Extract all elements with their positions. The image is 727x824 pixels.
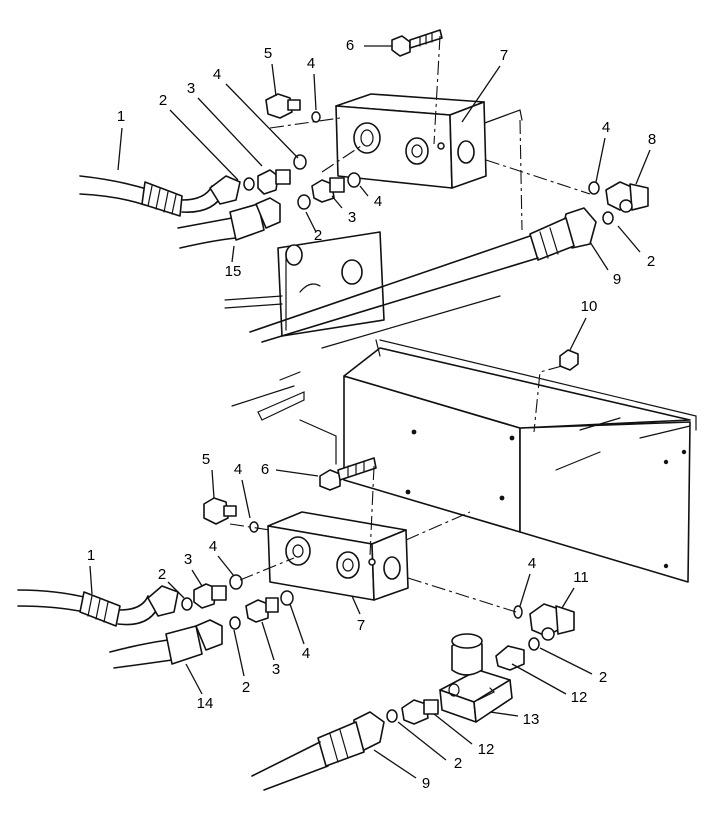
align-line-upper-4: [519, 119, 523, 231]
upper-frame-plate: [224, 109, 523, 349]
callout-14: 14: [197, 695, 214, 712]
callout-5-upper: 5: [264, 45, 272, 62]
callout-4-lower-right: 4: [528, 555, 536, 572]
hose-9-upper: [249, 181, 649, 343]
upper-assembly: [79, 29, 649, 349]
fitting-5-upper: [265, 93, 321, 123]
bolt-lower: [319, 457, 377, 491]
nut-10: [559, 349, 579, 371]
callout-3-lower-left: 3: [184, 551, 192, 568]
align-line-upper-1: [269, 117, 341, 129]
align-line-lower-4: [405, 511, 471, 541]
callout-10: 10: [581, 298, 598, 315]
callout-8: 8: [648, 131, 656, 148]
callout-12-right: 12: [571, 689, 588, 706]
lower-assembly: [17, 339, 697, 791]
callout-6-upper: 6: [346, 37, 354, 54]
flow-control-valve-13: [439, 633, 513, 723]
manifold-block-upper: [335, 93, 487, 189]
callout-4-upper-top: 4: [307, 55, 315, 72]
callout-12-bottom: 12: [478, 741, 495, 758]
callout-9-lower: 9: [422, 775, 430, 792]
callout-2-lower-right: 2: [599, 669, 607, 686]
callout-2-upper-left: 2: [159, 92, 167, 109]
callout-5-lower: 5: [202, 451, 210, 468]
callout-1-lower: 1: [87, 547, 95, 564]
callout-1-upper: 1: [117, 108, 125, 125]
callout-7-lower: 7: [357, 617, 365, 634]
hose-1-upper: [79, 154, 307, 217]
callout-4-lower-top: 4: [234, 461, 242, 478]
callout-2-bottom: 2: [454, 755, 462, 772]
align-line-lower-2: [239, 557, 295, 581]
callout-9-upper: 9: [613, 271, 621, 288]
callout-4-lower-left: 4: [209, 538, 217, 555]
callout-6-lower: 6: [261, 461, 269, 478]
chassis-frame: [231, 339, 697, 583]
callout-15: 15: [225, 263, 242, 280]
bolt-axis-lower: [369, 465, 375, 557]
nut-axis: [533, 365, 563, 433]
callout-3-lower-mid: 3: [272, 661, 280, 678]
leader-lines: [89, 45, 651, 779]
callout-3-upper-mid: 3: [348, 209, 356, 226]
hose-14-lower: [109, 590, 294, 669]
callout-13: 13: [523, 711, 540, 728]
callout-7-upper: 7: [500, 47, 508, 64]
manifold-block-lower: [267, 511, 409, 601]
callout-11: 11: [573, 569, 589, 586]
callout-4-upper-left: 4: [213, 66, 221, 83]
callout-4-lower-mid: 4: [302, 645, 310, 662]
callout-2-lower-left: 2: [158, 566, 166, 583]
align-line-lower-1: [229, 523, 271, 531]
callout-2-upper-right: 2: [647, 253, 655, 270]
bolt-axis-upper: [433, 35, 441, 145]
align-line-upper-3: [485, 159, 591, 195]
callout-4-upper-right: 4: [602, 119, 610, 136]
callout-4-upper-mid: 4: [374, 193, 382, 210]
callout-3-upper-left: 3: [187, 80, 195, 97]
callout-2-upper-mid: 2: [314, 227, 322, 244]
align-line-upper-2: [321, 143, 365, 173]
fitting-11: [495, 603, 575, 671]
bolt-upper: [391, 29, 443, 57]
callout-labels: 1 2 3 4 5 4 6 7 4 8 2 3 4 15 9 2 10 5 4 …: [87, 37, 656, 792]
callout-2-lower-mid: 2: [242, 679, 250, 696]
hose-1-lower: [17, 574, 243, 627]
hose-15-upper: [177, 172, 361, 249]
hose-9-lower: [251, 699, 439, 791]
align-line-lower-3: [407, 577, 517, 613]
